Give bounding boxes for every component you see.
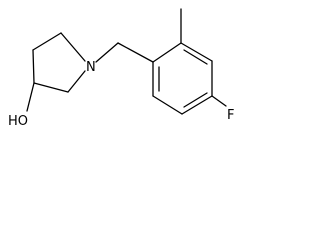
bond-c4-c5 — [33, 82, 69, 93]
molecule-structure: N F HO — [8, 8, 234, 129]
benzene-ring — [152, 42, 213, 115]
bond-c2-c3 — [32, 32, 62, 51]
bond-c4ar-f — [211, 95, 227, 107]
bond-c2ar-c3ar — [180, 42, 213, 62]
bond-c4ar-c5ar — [181, 95, 213, 115]
bond-c3-c4 — [32, 49, 35, 84]
structure-canvas: N F HO — [8, 8, 234, 129]
bond-n-c2 — [60, 32, 86, 62]
bond-c4-oh — [26, 82, 35, 112]
bond-c5ar-c6ar — [152, 95, 183, 115]
atom-label-fluorine: F — [227, 108, 234, 123]
bond-c3ar-c3ar-inner — [183, 49, 208, 65]
atom-label-nitrogen: N — [86, 60, 96, 75]
bond-c5-n — [67, 70, 86, 93]
bond-ch2-c1 — [117, 42, 154, 63]
bond-c1-c2ar — [152, 42, 182, 63]
bond-c4ar-c5ar-inner — [183, 92, 208, 108]
atom-label-hydroxyl: HO — [8, 114, 28, 129]
pyrrolidine-ring — [32, 32, 86, 93]
bond-n-ch2 — [95, 42, 119, 63]
